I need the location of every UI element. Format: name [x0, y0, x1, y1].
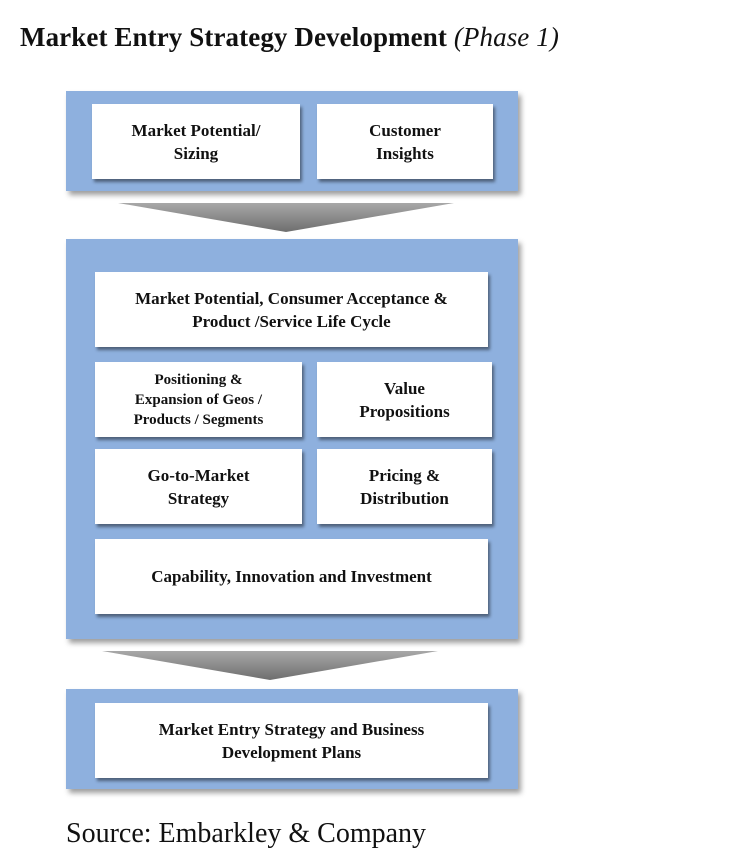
stage2-panel: Market Potential, Consumer Acceptance & …: [66, 239, 518, 639]
down-arrow-2: [102, 651, 438, 680]
go-to-market-strategy-box: Go-to-Market Strategy: [95, 449, 302, 524]
title-main: Market Entry Strategy Development: [20, 22, 447, 52]
down-arrow-1: [118, 203, 454, 232]
capability-innovation-investment-box: Capability, Innovation and Investment: [95, 539, 488, 614]
title-phase: (Phase 1): [453, 22, 559, 52]
market-entry-strategy-plans-box: Market Entry Strategy and Business Devel…: [95, 703, 488, 778]
stage3-panel: Market Entry Strategy and Business Devel…: [66, 689, 518, 789]
source-note: Source: Embarkley & Company: [66, 818, 427, 849]
customer-insights-box: Customer Insights: [317, 104, 493, 179]
positioning-expansion-box: Positioning & Expansion of Geos / Produc…: [95, 362, 302, 437]
market-potential-consumer-acceptance-box: Market Potential, Consumer Acceptance & …: [95, 272, 488, 347]
value-propositions-box: Value Propositions: [317, 362, 492, 437]
diagram-title: Market Entry Strategy Development (Phase…: [20, 22, 559, 53]
stage1-panel: Market Potential/ Sizing Customer Insigh…: [66, 91, 518, 191]
market-potential-sizing-box: Market Potential/ Sizing: [92, 104, 300, 179]
pricing-distribution-box: Pricing & Distribution: [317, 449, 492, 524]
